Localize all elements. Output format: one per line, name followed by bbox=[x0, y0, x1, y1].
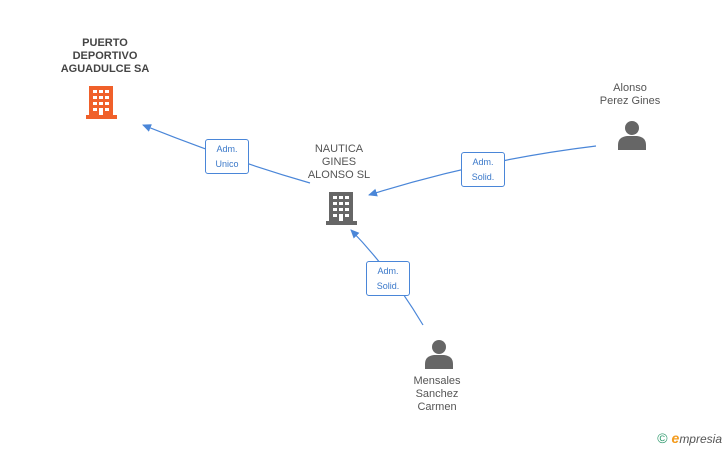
node-label-line: PUERTO bbox=[82, 37, 128, 49]
relation-label: Adm. bbox=[472, 157, 494, 167]
relation-label: Solid. bbox=[471, 172, 495, 182]
node-label-alonso[interactable]: Alonso Perez Gines bbox=[582, 82, 678, 108]
node-label-puerto[interactable]: PUERTO DEPORTIVO AGUADULCE SA bbox=[40, 37, 170, 76]
node-label-line: AGUADULCE SA bbox=[60, 63, 150, 75]
node-label-line: Mensales bbox=[413, 375, 461, 387]
relation-adm-unico[interactable]: Adm. Unico bbox=[205, 139, 249, 174]
brand-logo: empresia bbox=[672, 430, 722, 446]
node-label-line: ALONSO SL bbox=[307, 169, 371, 181]
person-icon[interactable] bbox=[425, 340, 453, 369]
relation-adm-solid-alonso[interactable]: Adm. Solid. bbox=[461, 152, 505, 187]
node-label-line: Carmen bbox=[417, 401, 457, 413]
node-label-line: Perez Gines bbox=[599, 95, 661, 107]
relation-adm-solid-mensales[interactable]: Adm. Solid. bbox=[366, 261, 410, 296]
node-label-nautica[interactable]: NAUTICA GINES ALONSO SL bbox=[294, 143, 384, 182]
relation-label: Adm. bbox=[216, 144, 238, 154]
person-icon[interactable] bbox=[618, 121, 646, 150]
brand-logo-text: mpresia bbox=[679, 432, 722, 446]
node-label-mensales[interactable]: Mensales Sanchez Carmen bbox=[392, 375, 482, 414]
relation-label: Adm. bbox=[377, 266, 399, 276]
relation-label: Unico bbox=[215, 159, 239, 169]
node-label-line: Alonso bbox=[613, 82, 647, 94]
copyright-icon: © bbox=[657, 430, 668, 446]
brand-logo-e: e bbox=[671, 430, 680, 446]
node-label-line: DEPORTIVO bbox=[72, 50, 138, 62]
relation-label: Solid. bbox=[376, 281, 400, 291]
building-icon[interactable] bbox=[326, 192, 357, 225]
footer-brand: © empresia bbox=[657, 430, 722, 446]
node-label-line: NAUTICA bbox=[314, 143, 364, 155]
node-label-line: Sanchez bbox=[415, 388, 459, 400]
building-icon[interactable] bbox=[86, 86, 117, 119]
node-label-line: GINES bbox=[321, 156, 357, 168]
